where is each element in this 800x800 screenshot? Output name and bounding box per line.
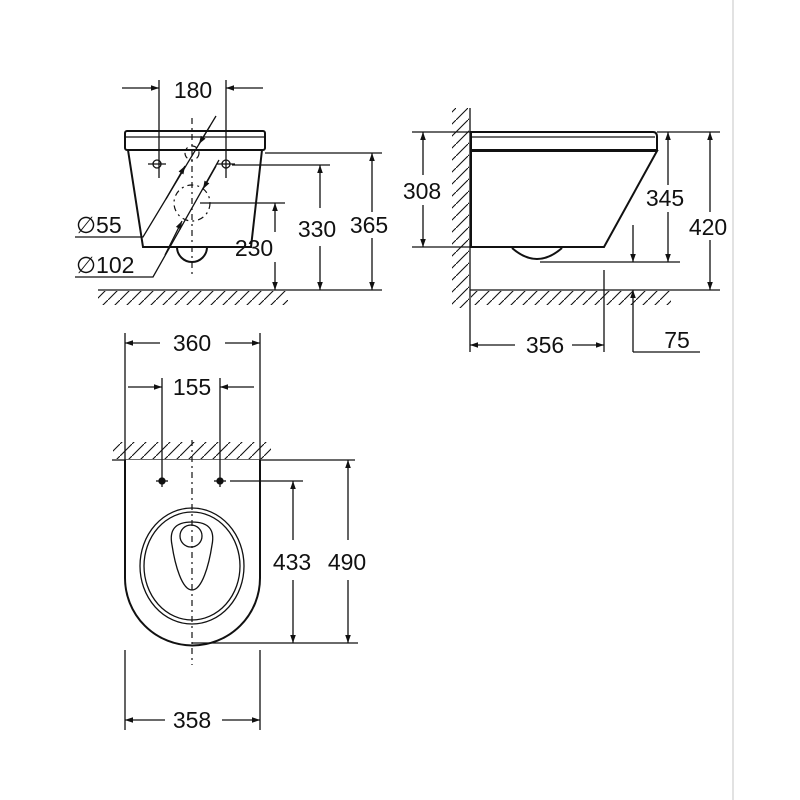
top-view: 360 155 433 490 358 [112, 330, 366, 733]
dim-420: 420 [689, 214, 727, 240]
front-view: 180 ∅55 ∅102 230 330 365 [75, 77, 388, 305]
inlet-circle-55 [184, 145, 200, 161]
dim-358: 358 [173, 707, 211, 733]
dim-490: 490 [328, 549, 366, 575]
dim-360: 360 [173, 330, 211, 356]
floor-hatch [98, 291, 288, 305]
bowl-body [470, 150, 659, 248]
dim-365: 365 [350, 212, 388, 238]
dim-356: 356 [526, 332, 564, 358]
dim-diameter-55: ∅55 [76, 212, 122, 238]
outlet-bump [511, 247, 563, 260]
floor-hatch [471, 291, 671, 305]
dim-308: 308 [403, 178, 441, 204]
wall-hatch [452, 108, 469, 308]
dim-diameter-102: ∅102 [76, 252, 134, 278]
dim-433: 433 [273, 549, 311, 575]
seat-lid [470, 131, 658, 151]
dim-180: 180 [174, 77, 212, 103]
dim-230: 230 [235, 235, 273, 261]
outlet-bump [176, 246, 208, 263]
bolt-holes [156, 475, 226, 487]
dim-75: 75 [664, 327, 690, 353]
side-view: 308 345 420 75 356 [403, 108, 727, 358]
dim-345: 345 [646, 185, 684, 211]
dim-330: 330 [298, 216, 336, 242]
dim-155: 155 [173, 374, 211, 400]
